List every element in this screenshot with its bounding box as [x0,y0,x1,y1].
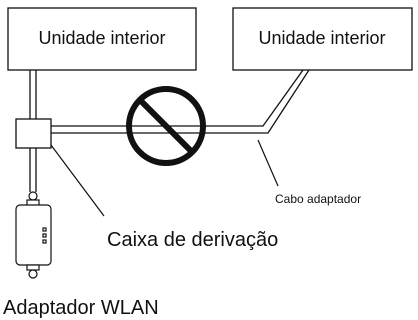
indoor-unit-right-label: Unidade interior [258,28,385,48]
indoor-unit-left: Unidade interior [7,7,197,71]
cable-junction-to-adapter [29,148,37,192]
indoor-unit-left-label: Unidade interior [38,28,165,48]
wlan-adapter-device [15,191,52,279]
indoor-unit-right-box [232,7,413,71]
cable-left-unit-to-junction [29,70,37,119]
cable-label: Cabo adaptador [275,192,361,206]
cable-junction-to-right-unit [51,69,310,134]
junction-box-label: Caixa de derivação [107,229,278,251]
junction-box [15,118,52,149]
prohibition-icon [126,86,206,166]
indoor-unit-right: Unidade interior [232,7,413,71]
cable-leader [257,139,279,187]
wlan-adapter-label: Adaptador WLAN [3,297,159,319]
indoor-unit-left-box [7,7,197,71]
junction-box-leader [50,144,105,217]
